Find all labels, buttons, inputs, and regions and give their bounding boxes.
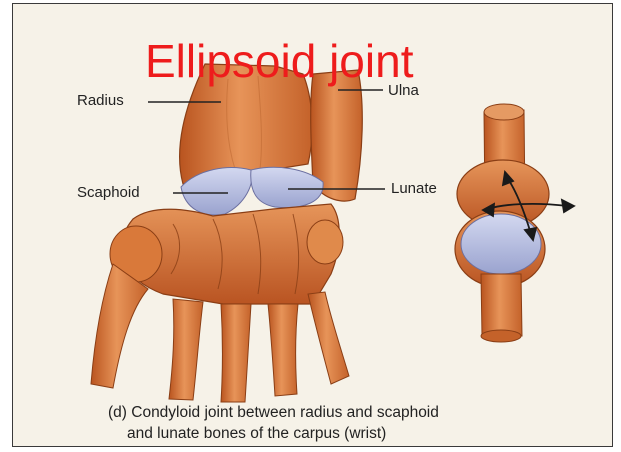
label-lunate: Lunate [391, 180, 437, 197]
slide-frame: Ellipsoid joint Radius Ulna Scaphoid Lun… [12, 3, 613, 447]
label-scaphoid: Scaphoid [77, 184, 140, 201]
caption-line-2: and lunate bones of the carpus (wrist) [108, 423, 439, 444]
figure-caption: (d) Condyloid joint between radius and s… [108, 402, 439, 444]
ellipsoid-joint-model [455, 104, 549, 342]
metacarpal-5 [308, 292, 349, 384]
caption-line-1: (d) Condyloid joint between radius and s… [108, 402, 439, 423]
metacarpal-4 [268, 304, 298, 396]
metacarpal-1 [91, 264, 148, 388]
metacarpal-3 [221, 304, 251, 402]
label-ulna: Ulna [388, 82, 419, 99]
slide-title: Ellipsoid joint [145, 34, 413, 88]
metacarpal-2 [169, 299, 203, 400]
label-radius: Radius [77, 92, 124, 109]
